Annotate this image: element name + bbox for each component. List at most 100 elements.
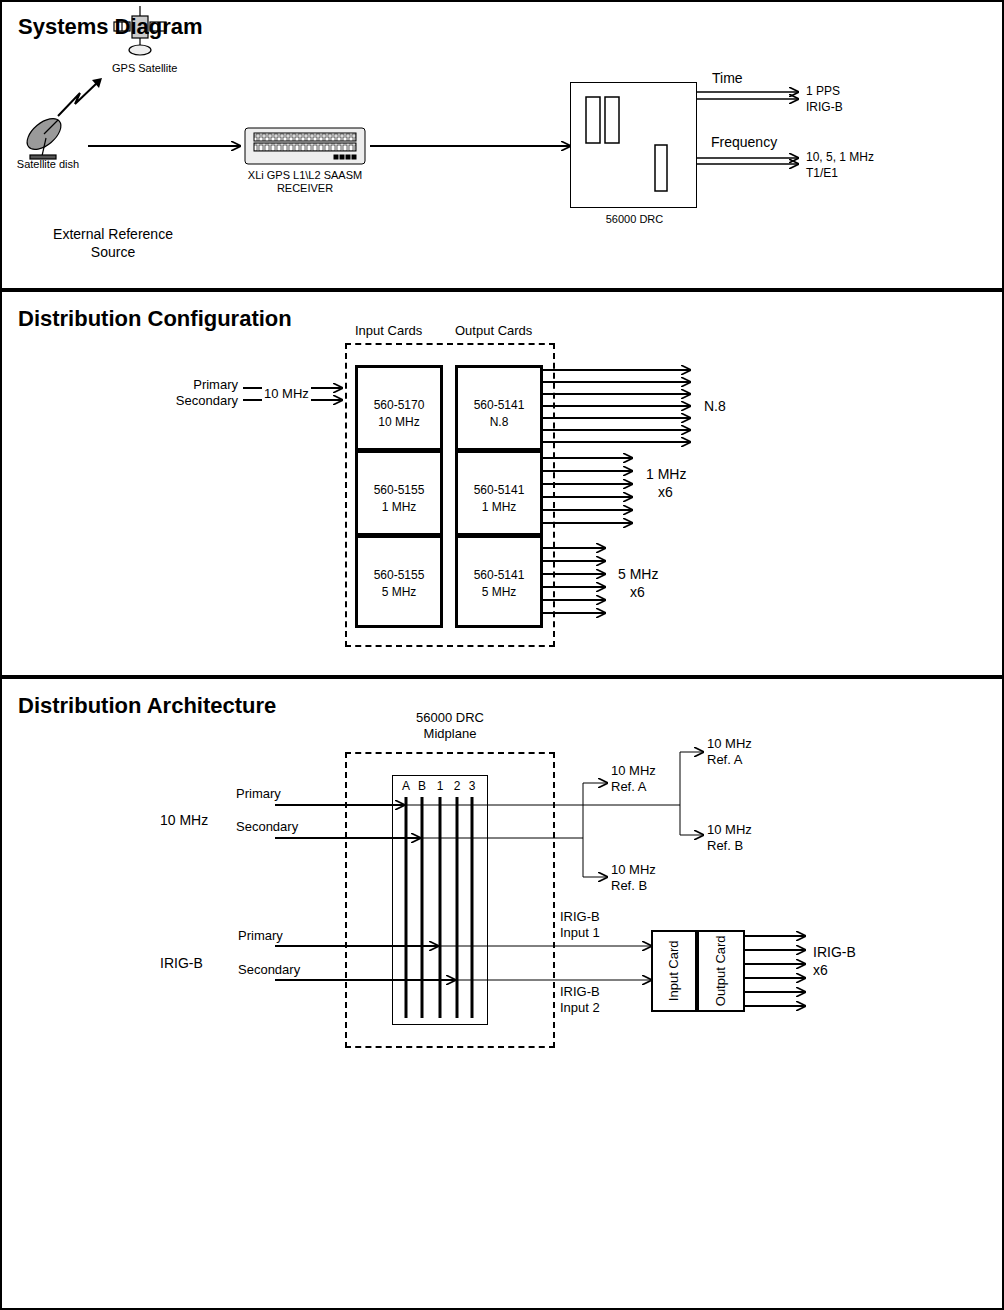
text-label: 10, 5, 1 MHz xyxy=(806,150,896,165)
signal-line xyxy=(456,797,459,1018)
signal-line xyxy=(275,804,404,806)
drc-midplane-boundary: 56000 DRC MidplaneAB123 xyxy=(345,752,555,1048)
panel: Distribution Architecture56000 DRC Midpl… xyxy=(0,677,1004,1310)
signal-line xyxy=(745,949,805,951)
edge-label: IRIG-B Input 2 xyxy=(560,984,618,1017)
connector-arrow xyxy=(370,145,570,147)
gps-receiver-icon xyxy=(245,128,365,164)
node-text: 560-5141 xyxy=(458,568,540,582)
signal-line xyxy=(422,838,583,839)
connector-arrow xyxy=(88,145,240,147)
node-text: Output Cards xyxy=(455,323,555,339)
text-label: Secondary xyxy=(236,819,316,835)
node-text: N.8 xyxy=(458,415,540,429)
signal-wires xyxy=(243,92,805,1018)
node-text: 10 MHz xyxy=(358,415,440,429)
signal-line xyxy=(697,98,798,100)
node-text: Distribution Configuration xyxy=(18,306,518,332)
node-text: A xyxy=(398,779,414,793)
node-text: Input Cards xyxy=(355,323,450,339)
text-label: 10 MHz xyxy=(262,386,311,402)
text-label: N.8 xyxy=(704,398,744,416)
satellite-dish-icon xyxy=(22,113,67,159)
receiver-node: XLi GPS L1\L2 SAASM RECEIVER xyxy=(240,125,370,205)
signal-line xyxy=(275,979,455,981)
node-text: 1 MHz xyxy=(458,500,540,514)
drc-module-slots xyxy=(586,97,667,191)
text-label: 10 MHz xyxy=(160,812,220,830)
edge-label: IRIG-B Input 1 xyxy=(560,909,618,942)
node-text: Output Card xyxy=(713,931,729,1011)
node-text: Systems Diagram xyxy=(18,14,518,40)
node-text: 5 MHz xyxy=(358,585,440,599)
text-label: 1 MHz xyxy=(646,466,696,484)
signal-line xyxy=(680,752,681,835)
signal-line xyxy=(406,805,680,806)
text-label: IRIG-B x6 xyxy=(813,944,865,979)
text-label: Primary xyxy=(140,377,238,393)
circuit-card: 560-51555 MHz xyxy=(355,535,443,628)
signal-line xyxy=(543,560,605,562)
node-text: 5 MHz xyxy=(458,585,540,599)
signal-line xyxy=(543,509,632,511)
node-text: Input Card xyxy=(666,931,682,1011)
signal-line xyxy=(543,417,690,419)
signal-line xyxy=(697,157,798,159)
node-text: 56000 DRC Midplane xyxy=(405,710,495,741)
signal-line xyxy=(697,163,798,165)
card-cage: Input CardsOutput Cards560-517010 MHz560… xyxy=(345,343,555,647)
text-label: Primary xyxy=(238,928,308,944)
signal-line xyxy=(543,470,632,472)
signal-line xyxy=(583,783,584,877)
circuit-card: 560-5141 5 MHz xyxy=(455,535,543,628)
signal-line xyxy=(543,573,605,575)
text-label: Primary xyxy=(236,786,306,802)
text-label: Time xyxy=(712,70,772,88)
signal-line xyxy=(745,935,805,937)
node-text: Satellite dish xyxy=(8,158,88,171)
connector-arrow xyxy=(488,946,651,947)
signal-line xyxy=(543,483,632,485)
panel: Distribution ConfigurationInput Cards Out… xyxy=(0,290,1004,677)
signal-line xyxy=(543,599,605,601)
signal-line xyxy=(745,991,805,993)
input-card: Input Card xyxy=(651,930,697,1012)
circuit-card: 560-5141N.8 xyxy=(455,365,543,451)
node-text: 560-5141 xyxy=(458,483,540,497)
signal-line xyxy=(405,797,408,1018)
signal-line xyxy=(543,586,605,588)
text-label: IRIG-B xyxy=(806,100,866,115)
node-text: 1 MHz xyxy=(358,500,440,514)
signal-line xyxy=(680,752,703,753)
text-label: 10 MHz Ref. A xyxy=(611,763,667,796)
signal-line xyxy=(745,977,805,979)
text-label: x6 xyxy=(630,584,660,602)
node-text: 560-5170 xyxy=(358,398,440,412)
text-label: IRIG-B xyxy=(160,955,220,973)
signal-line xyxy=(543,547,605,549)
signal-line xyxy=(543,457,632,459)
signal-line xyxy=(543,381,690,383)
signal-line xyxy=(440,946,488,947)
panel: Systems DiagramSatellite dish XLi GPS L1\… xyxy=(0,0,1004,290)
signal-line xyxy=(583,783,607,784)
signal-line xyxy=(543,441,690,443)
signal-line xyxy=(697,91,798,93)
text-label: 10 MHz Ref. B xyxy=(611,862,667,895)
text-label: 5 MHz xyxy=(618,566,668,584)
signal-line xyxy=(275,837,420,839)
signal-line xyxy=(543,429,690,431)
signal-line xyxy=(471,797,474,1018)
text-label: 10 MHz Ref. B xyxy=(707,822,763,855)
text-label: Secondary xyxy=(140,393,238,409)
drc-chassis: 56000 DRC xyxy=(570,82,697,208)
midplane-bus: AB123 xyxy=(392,775,488,1025)
text-label: Secondary xyxy=(238,962,318,978)
signal-line xyxy=(543,405,690,407)
text-label: Frequency xyxy=(711,134,791,152)
signal-line xyxy=(583,877,607,878)
signal-bolt xyxy=(58,78,102,116)
signal-line xyxy=(745,963,805,965)
